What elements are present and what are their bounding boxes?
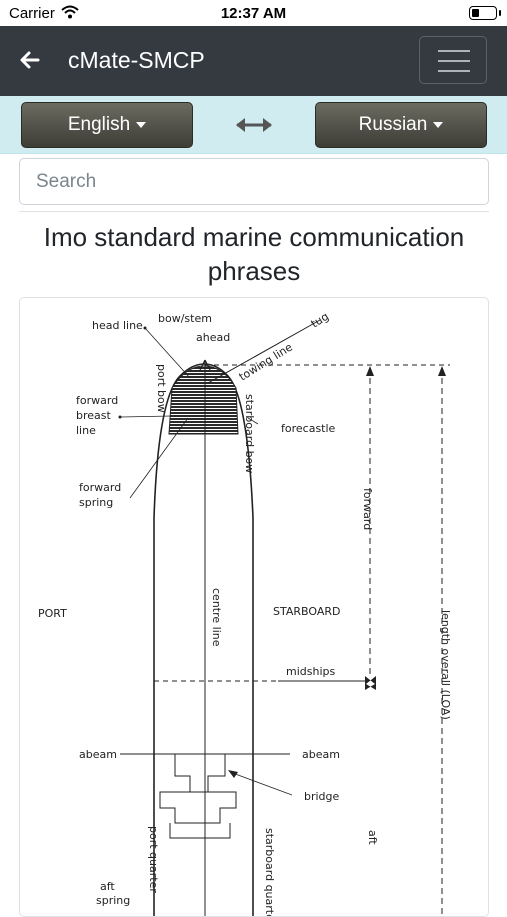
clock: 12:37 AM — [220, 5, 287, 22]
back-arrow-icon[interactable] — [18, 48, 42, 72]
label-ahead: ahead — [196, 331, 230, 344]
hamburger-menu-button[interactable] — [419, 36, 487, 84]
label-forward-spring-2: spring — [79, 496, 113, 509]
language-selector-bar: English Russian — [0, 96, 507, 154]
label-abeam-left: abeam — [79, 748, 117, 761]
label-starboard: STARBOARD — [273, 605, 340, 618]
label-midships: midships — [286, 665, 335, 678]
label-aft-spring-2: spring — [96, 894, 130, 907]
battery-icon — [469, 6, 501, 20]
label-forward-breast-line-1: forward — [76, 394, 118, 407]
label-tug: tug — [309, 310, 331, 331]
label-forward-spring-1: forward — [79, 481, 121, 494]
ship-orientation-diagram: head line bow/stem ahead tug towing line… — [38, 310, 452, 917]
caret-down-icon — [433, 121, 444, 128]
label-bow-stem: bow/stem — [158, 312, 212, 325]
caret-down-icon — [136, 121, 147, 128]
label-starboard-bow: starboard bow — [243, 394, 256, 473]
label-forecastle: forecastle — [281, 422, 336, 435]
label-port-bow: port bow — [155, 364, 168, 413]
label-aft: aft — [366, 830, 379, 845]
label-length-overall: length overall (LOA) — [439, 610, 452, 720]
top-navbar: cMate-SMCP — [0, 26, 507, 96]
label-bridge: bridge — [304, 790, 340, 803]
app-title: cMate-SMCP — [68, 47, 205, 73]
divider — [19, 211, 489, 212]
search-input[interactable] — [19, 158, 489, 205]
target-language-dropdown[interactable]: Russian — [315, 102, 487, 148]
wifi-icon — [61, 5, 79, 19]
label-head-line: head line — [92, 319, 143, 332]
menu-icon — [438, 50, 470, 52]
source-language-label: English — [67, 114, 131, 135]
status-bar: Carrier 12:37 AM — [0, 0, 507, 26]
label-aft-spring-1: aft — [100, 880, 115, 893]
label-port: PORT — [38, 607, 67, 620]
page-title: Imo standard marine communication phrase… — [43, 222, 465, 286]
label-centre-line: centre line — [210, 588, 223, 647]
label-forward: forward — [361, 488, 374, 530]
target-language-label: Russian — [358, 114, 428, 135]
source-language-dropdown[interactable]: English — [21, 102, 193, 148]
label-port-quarter: port quarter — [147, 826, 160, 893]
ship-diagram-card: head line bow/stem ahead tug towing line… — [19, 297, 489, 917]
label-forward-breast-line-2: breast — [76, 409, 112, 422]
label-starboard-quarter: starboard quarter — [263, 828, 276, 917]
label-abeam-right: abeam — [302, 748, 340, 761]
carrier-label: Carrier — [9, 5, 55, 22]
label-forward-breast-line-3: line — [76, 424, 96, 437]
swap-languages-icon[interactable] — [233, 110, 275, 140]
